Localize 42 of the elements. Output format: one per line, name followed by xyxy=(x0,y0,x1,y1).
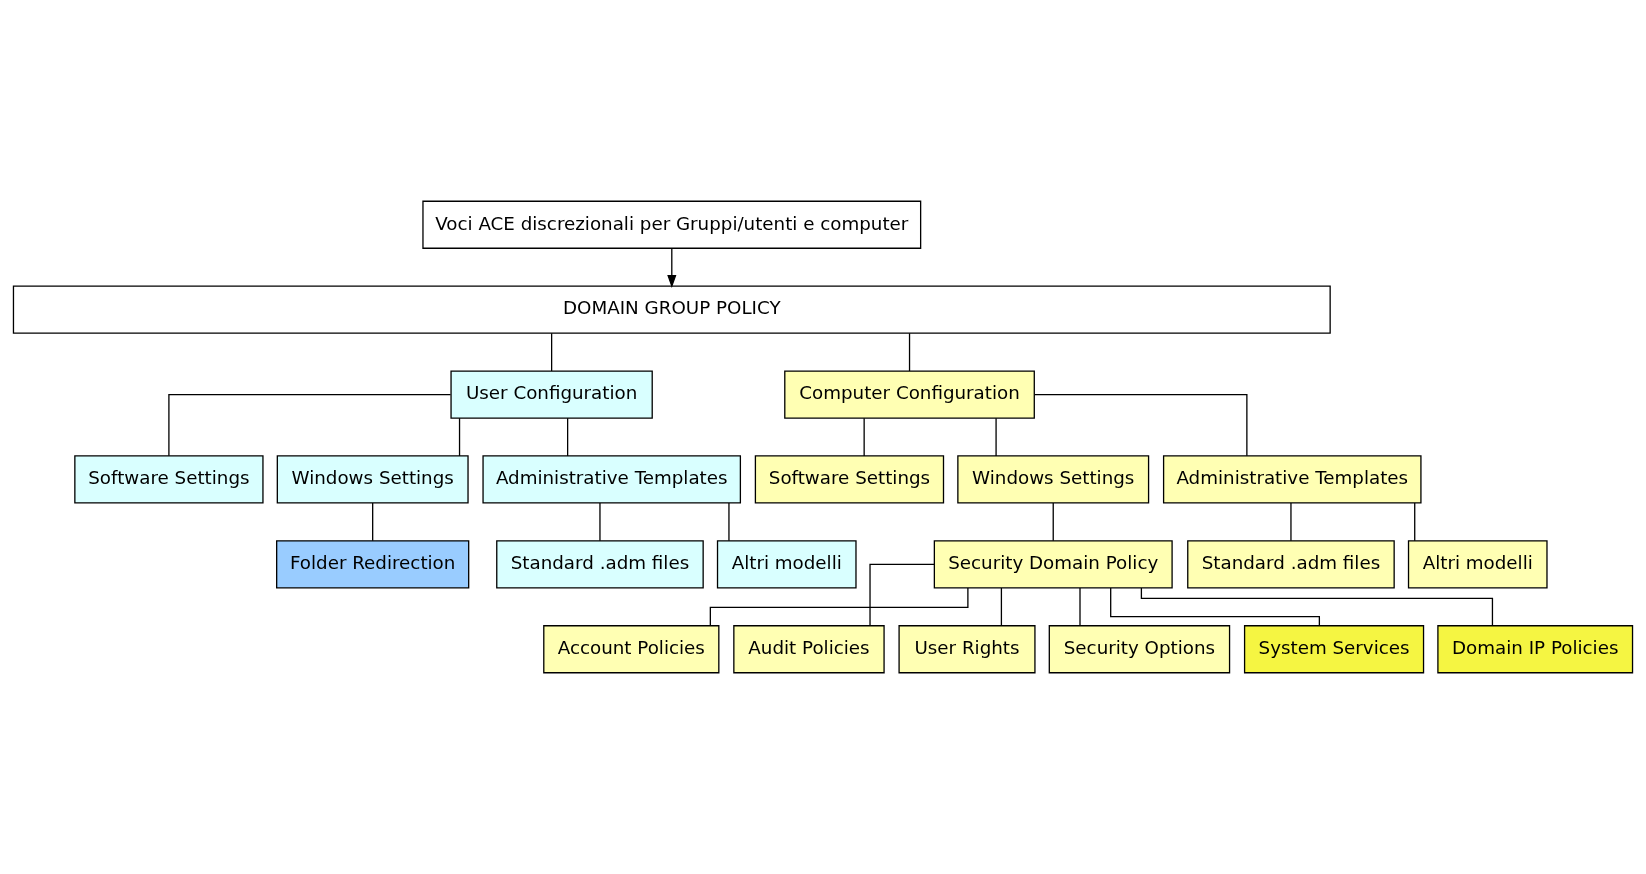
connector xyxy=(1290,502,1292,542)
node-box: Audit Policies xyxy=(733,625,885,674)
node-box: Software Settings xyxy=(74,455,264,504)
node-box: Windows Settings xyxy=(276,455,469,504)
node-box: User Rights xyxy=(898,625,1036,674)
connector xyxy=(1110,587,1321,627)
connector xyxy=(995,417,997,457)
connector xyxy=(372,502,374,542)
connector xyxy=(1140,587,1494,627)
connector xyxy=(863,417,865,457)
connector xyxy=(1000,587,1003,627)
arrow xyxy=(667,247,677,289)
node-box: Voci ACE discrezionali per Gruppi/utenti e computer xyxy=(422,200,922,249)
node-box: Windows Settings xyxy=(957,455,1150,504)
connector xyxy=(1034,393,1248,457)
connector xyxy=(1079,587,1081,627)
node-box: Security Options xyxy=(1048,625,1231,674)
node-box: Computer Configuration xyxy=(784,370,1035,419)
node-box: DOMAIN GROUP POLICY xyxy=(12,285,1331,334)
node-box: Software Settings xyxy=(754,455,945,504)
node-box: System Services xyxy=(1243,625,1425,674)
node-box: Folder Redirection xyxy=(276,540,470,589)
connector xyxy=(908,332,911,372)
connector xyxy=(869,563,935,627)
connector xyxy=(599,502,601,542)
connector xyxy=(566,417,569,457)
node-box: Standard .adm files xyxy=(1187,540,1395,589)
node-box: Administrative Templates xyxy=(1162,455,1422,504)
node-box: Account Policies xyxy=(543,625,720,674)
connector xyxy=(1052,502,1054,542)
node-box: Administrative Templates xyxy=(482,455,742,504)
connector xyxy=(168,393,452,457)
node-box: Altri modelli xyxy=(1407,540,1548,589)
node-box: Standard .adm files xyxy=(496,540,704,589)
connector xyxy=(1414,502,1416,542)
node-box: User Configuration xyxy=(450,370,653,419)
connector xyxy=(550,332,553,372)
connector xyxy=(728,502,730,542)
node-box: Altri modelli xyxy=(716,540,857,589)
connector xyxy=(458,417,461,457)
node-box: Security Domain Policy xyxy=(933,540,1173,589)
node-box: Domain IP Policies xyxy=(1437,625,1634,674)
